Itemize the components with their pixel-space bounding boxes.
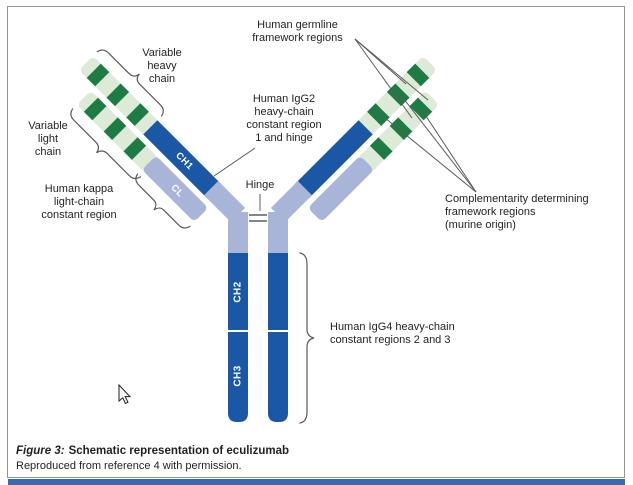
cdr-stripe — [86, 63, 110, 87]
leader-lines — [213, 38, 477, 211]
cdr-stripe — [103, 117, 127, 141]
cdr-stripe — [126, 103, 149, 126]
caption-prefix: Figure 3: — [16, 445, 65, 457]
cdr-leader-line — [399, 93, 477, 193]
stem-right-hinge-segment — [268, 212, 288, 253]
label-human-igg2: Human IgG2 heavy-chain constant region 1… — [246, 93, 322, 144]
cdr-stripe — [83, 97, 107, 121]
right-heavy-hinge-segment — [270, 181, 312, 223]
cdr-stripe — [106, 83, 130, 107]
label-variable-light-chain: Variable light chain — [28, 120, 68, 158]
mouse-cursor-icon — [118, 383, 132, 405]
kappa-constant-brace — [135, 173, 191, 229]
cdr-stripe — [367, 103, 390, 126]
label-human-kappa: Human kappa light-chain constant region — [41, 183, 117, 221]
cdr-stripe — [386, 83, 410, 107]
left-heavy-hinge-segment — [204, 181, 246, 223]
variable-light-brace — [70, 108, 142, 180]
igg4-constant-brace — [299, 252, 315, 424]
ch2-domain-label: CH2 — [233, 281, 244, 302]
germline-leader-line — [354, 38, 429, 101]
label-variable-heavy-chain: Variable heavy chain — [142, 47, 182, 85]
right-cl-segment — [309, 157, 373, 220]
figure-frame: CH2 CH3 CH1 CL — [7, 6, 625, 478]
right-arm — [270, 57, 438, 223]
cdr-stripe — [123, 137, 147, 160]
cdr-stripe — [409, 97, 433, 121]
antibody-diagram: CH2 CH3 CH1 CL — [70, 38, 477, 424]
ch3-domain-label: CH3 — [233, 365, 244, 386]
hinge-marks — [249, 214, 267, 222]
cdr-leader-line — [421, 109, 477, 193]
left-cl-segment — [143, 157, 207, 220]
left-ch1-segment — [143, 120, 222, 199]
cdr-leader-line — [378, 112, 477, 193]
left-arm: CH1 CL — [70, 49, 246, 229]
stem-right-constant-segment — [268, 253, 288, 422]
right-ch1-segment — [294, 120, 373, 199]
caption-source-line: Reproduced from reference 4 with permiss… — [16, 460, 242, 472]
stem: CH2 CH3 — [228, 212, 288, 422]
figure-caption: Figure 3:Schematic representation of ecu… — [16, 445, 289, 458]
igg2-leader-line — [213, 147, 256, 177]
page-bottom-strip — [8, 479, 625, 485]
germline-leader-line — [354, 38, 413, 119]
cdr-stripe — [369, 137, 393, 160]
label-human-germline: Human germline framework regions — [252, 19, 343, 44]
stem-left-constant-segment — [228, 253, 248, 422]
stem-left-hinge-segment — [228, 212, 248, 253]
caption-title: Schematic representation of eculizumab — [68, 445, 290, 457]
label-cdr: Complementarity determining framework re… — [445, 193, 589, 231]
cdr-stripe — [406, 63, 430, 87]
variable-heavy-brace — [96, 49, 164, 117]
label-hinge: Hinge — [245, 179, 275, 191]
label-human-igg4: Human IgG4 heavy-chain constant regions … — [330, 321, 455, 346]
cdr-stripe — [389, 117, 413, 141]
